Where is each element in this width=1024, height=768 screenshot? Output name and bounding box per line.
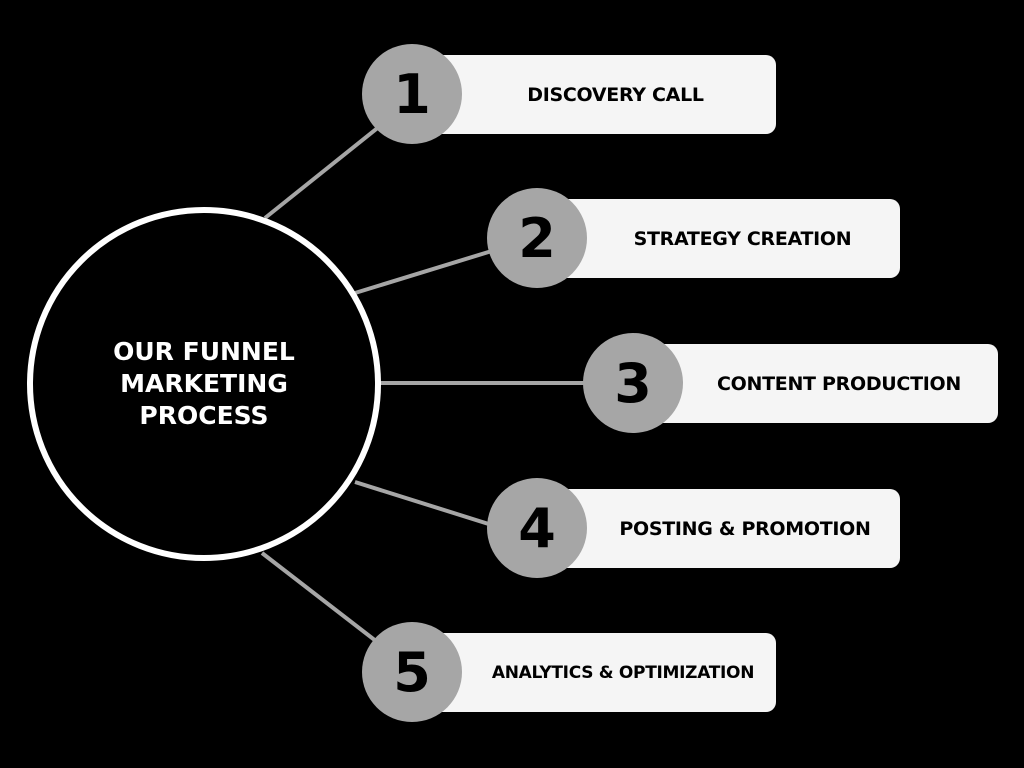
connector-4 — [354, 480, 496, 528]
step-number-4: 4 — [487, 478, 587, 578]
step-number-5: 5 — [362, 622, 462, 722]
connector-1 — [263, 120, 387, 220]
step-label: ANALYTICS & OPTIMIZATION — [491, 662, 755, 683]
step-label: CONTENT PRODUCTION — [717, 372, 961, 395]
step-label: POSTING & PROMOTION — [619, 517, 871, 540]
step-box-5: ANALYTICS & OPTIMIZATION — [425, 633, 776, 712]
step-number-2: 2 — [487, 188, 587, 288]
step-box-4: POSTING & PROMOTION — [550, 489, 900, 568]
step-box-3: CONTENT PRODUCTION — [645, 344, 998, 423]
step-box-2: STRATEGY CREATION — [550, 199, 900, 278]
diagram-title: OUR FUNNEL MARKETING PROCESS — [113, 337, 295, 430]
connector-5 — [260, 551, 387, 650]
step-label: STRATEGY CREATION — [633, 227, 852, 250]
step-box-1: DISCOVERY CALL — [425, 55, 776, 134]
step-number-3: 3 — [583, 333, 683, 433]
step-number-1: 1 — [362, 44, 462, 144]
center-circle: OUR FUNNEL MARKETING PROCESS — [27, 207, 381, 561]
step-label: DISCOVERY CALL — [527, 83, 704, 106]
connector-2 — [354, 248, 496, 295]
